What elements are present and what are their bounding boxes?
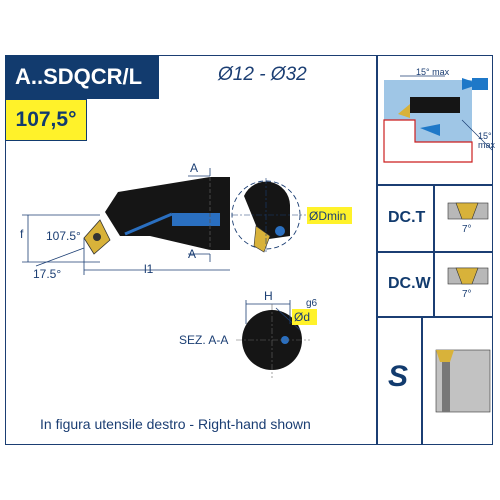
angle-top-label: 107.5° [46,229,81,243]
boring-bar [105,177,230,250]
screw-dct-icon [447,202,489,220]
insert [83,219,111,255]
drawing-frame [5,55,493,445]
screw-dct-angle: 7° [462,224,472,235]
section-label: SEZ. A-A [179,333,228,347]
angle-max-top-label: 15° max [416,67,450,77]
diameter-range: Ø12 - Ø32 [218,64,307,85]
l1-dimension-label: l1 [144,262,154,276]
side-panel-divider [376,55,378,445]
angle-max-side-word: max [478,140,496,150]
side-divider-1 [376,184,493,186]
dmin-highlight [307,207,352,224]
code-divider [433,184,435,316]
f-dimension-label: f [20,227,24,241]
side-divider-2 [376,251,493,253]
section-mark-top: A [190,161,198,175]
tolerance-label: g6 [306,298,318,309]
section-view [236,300,310,378]
screw-dcw-icon [447,267,489,285]
h-dimension-label: H [264,289,273,303]
clamp-divider [421,316,423,445]
section-mark-bottom: A [188,247,196,261]
screw-code-dct: DC.T [388,209,426,226]
front-view [231,178,306,253]
angle-max-side-value: 15° [478,131,492,141]
clamp-code: S [388,360,409,393]
side-divider-3 [376,316,493,318]
approach-angle-badge: 107,5° [5,99,87,141]
dimension-lines [22,168,230,275]
screw-code-dcw: DC.W [388,275,431,292]
screw-dcw-angle: 7° [462,289,472,300]
footer-note: In figura utensile destro - Right-hand s… [40,416,311,432]
clamp-s-icon [435,349,491,413]
dmin-label: ØDmin [309,209,346,223]
angle-bottom-label: 17.5° [33,267,61,281]
d-dimension-label: Ød [294,310,310,324]
d-highlight [292,309,317,325]
product-code: A..SDQCR/L [5,55,159,99]
